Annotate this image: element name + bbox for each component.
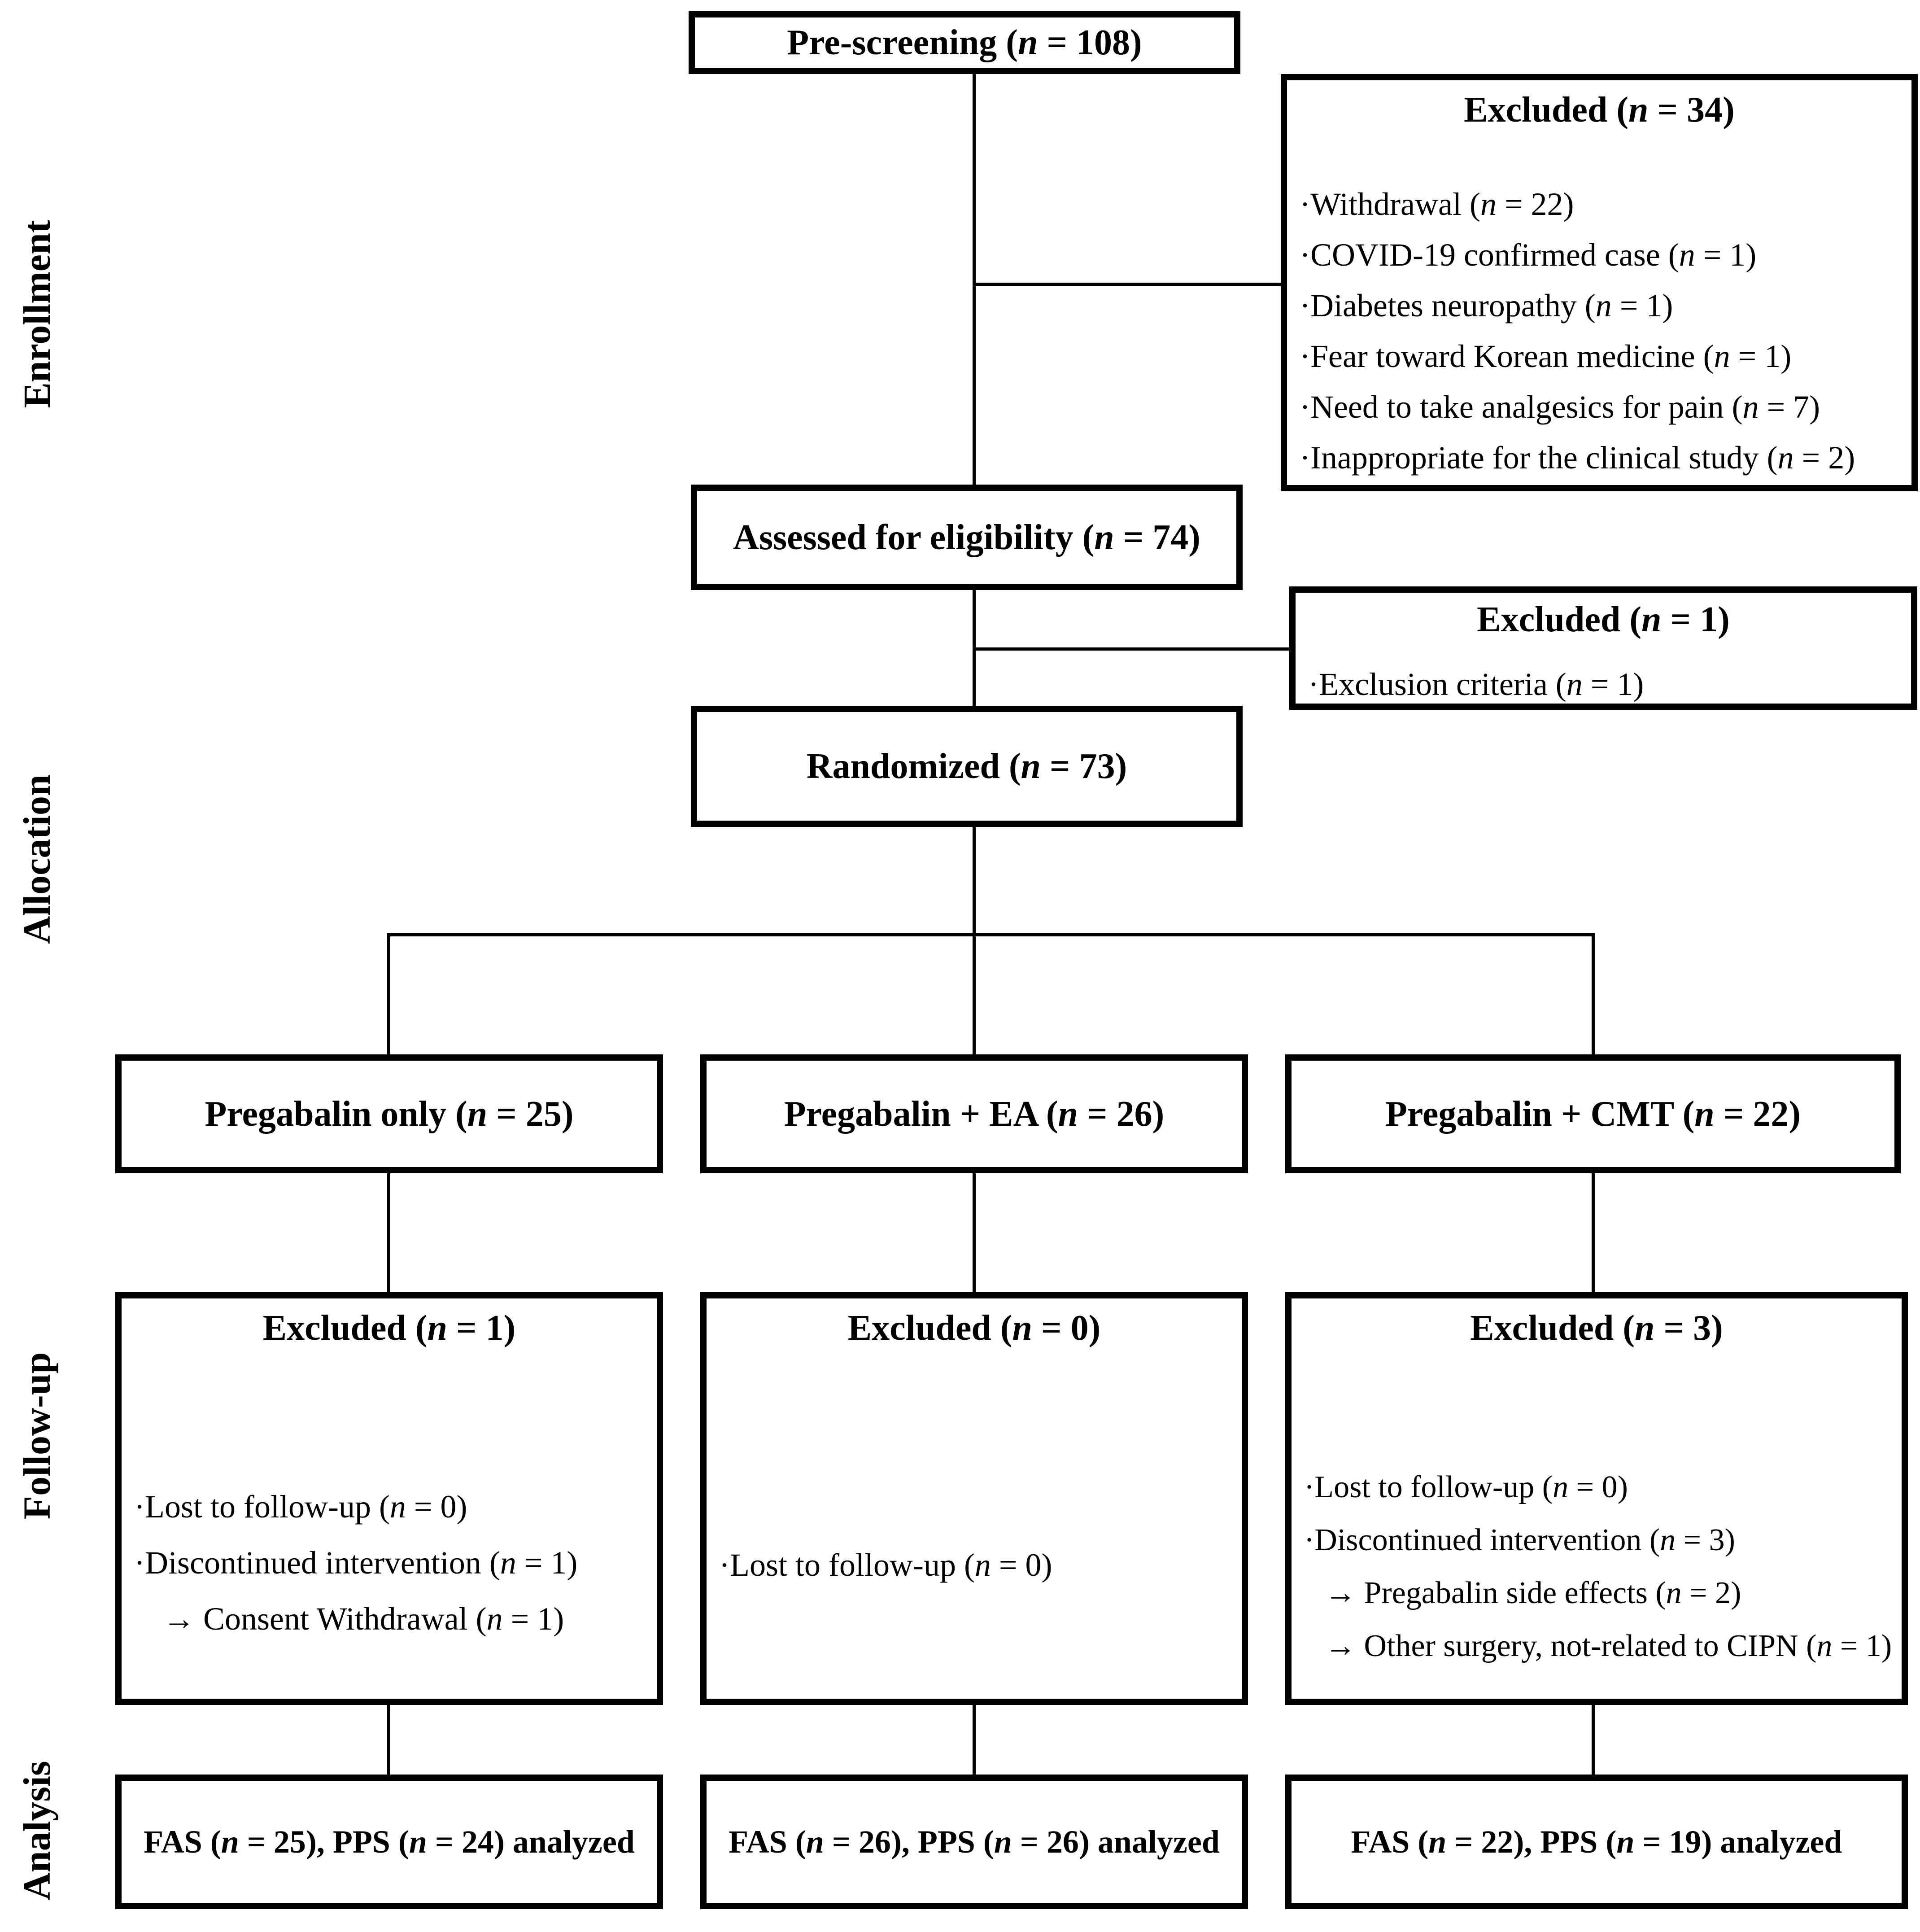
connector-branch-excluded-eligibility [973, 647, 1289, 651]
excluded-eligibility-items: ·Exclusion criteria (n = 1) [1296, 659, 1911, 710]
randomized-title: Randomized (n = 73) [806, 747, 1127, 786]
connector-split-to-arm2 [973, 933, 976, 1054]
list-item: ·Lost to follow-up (n = 0) [1304, 1470, 1628, 1504]
connector-prescreening-to-assessed [973, 74, 976, 485]
list-item: ·COVID-19 confirmed case (n = 1) [1300, 237, 1757, 273]
analysis2-title: FAS (n = 26), PPS (n = 26) analyzed [729, 1823, 1220, 1860]
stage-label-followup: Follow-up [15, 1352, 58, 1520]
connector-randomized-to-split [973, 827, 976, 933]
followup2-items: ·Lost to follow-up (n = 0) [707, 1537, 1242, 1593]
arm1-title: Pregabalin only (n = 25) [205, 1094, 574, 1134]
connector-allocation-split [387, 933, 1595, 936]
analysis3-title: FAS (n = 22), PPS (n = 19) analyzed [1351, 1823, 1842, 1860]
list-item: ·Fear toward Korean medicine (n = 1) [1300, 338, 1792, 374]
excluded-enrollment-items: ·Withdrawal (n = 22) ·COVID-19 confirmed… [1287, 179, 1911, 483]
excluded-enrollment-title: Excluded (n = 34) [1464, 90, 1735, 130]
arm3-title: Pregabalin + CMT (n = 22) [1385, 1094, 1801, 1134]
followup1-title: Excluded (n = 1) [262, 1308, 516, 1348]
box-followup-pregabalin-ea: Excluded (n = 0) ·Lost to follow-up (n =… [700, 1292, 1248, 1705]
excluded-eligibility-title: Excluded (n = 1) [1477, 600, 1730, 639]
box-assessed: Assessed for eligibility (n = 74) [691, 485, 1243, 590]
stage-label-allocation: Allocation [15, 774, 58, 944]
list-item: ·Exclusion criteria (n = 1) [1308, 666, 1644, 702]
connector-arm3-to-followup3 [1592, 1173, 1595, 1292]
box-analysis-pregabalin-only: FAS (n = 25), PPS (n = 24) analyzed [115, 1775, 663, 1909]
list-item: ·Diabetes neuropathy (n = 1) [1300, 288, 1673, 323]
connector-followup1-to-analysis1 [387, 1705, 390, 1775]
connector-branch-excluded-enrollment [973, 283, 1281, 286]
followup3-items: ·Lost to follow-up (n = 0) ·Discontinued… [1292, 1461, 1902, 1673]
list-item: ·Discontinued intervention (n = 3) [1304, 1523, 1735, 1557]
stage-label-enrollment: Enrollment [15, 220, 58, 408]
assessed-title: Assessed for eligibility (n = 74) [733, 517, 1200, 557]
box-randomized: Randomized (n = 73) [691, 706, 1243, 827]
box-followup-pregabalin-cmt: Excluded (n = 3) ·Lost to follow-up (n =… [1285, 1292, 1908, 1705]
connector-followup3-to-analysis3 [1592, 1705, 1595, 1775]
followup3-title: Excluded (n = 3) [1470, 1308, 1723, 1348]
list-item: ·Withdrawal (n = 22) [1300, 186, 1574, 222]
list-item: ·Lost to follow-up (n = 0) [719, 1547, 1052, 1583]
connector-followup2-to-analysis2 [973, 1705, 976, 1775]
connector-arm2-to-followup2 [973, 1173, 976, 1292]
prescreening-title: Pre-screening (n = 108) [787, 23, 1142, 62]
connector-split-to-arm1 [387, 933, 390, 1054]
connector-split-to-arm3 [1592, 933, 1595, 1054]
list-item: ·Discontinued intervention (n = 1) [134, 1545, 578, 1581]
box-arm-pregabalin-cmt: Pregabalin + CMT (n = 22) [1285, 1054, 1901, 1173]
connector-arm1-to-followup1 [387, 1173, 390, 1292]
box-excluded-enrollment: Excluded (n = 34) ·Withdrawal (n = 22) ·… [1281, 74, 1918, 491]
box-arm-pregabalin-ea: Pregabalin + EA (n = 26) [700, 1054, 1248, 1173]
box-followup-pregabalin-only: Excluded (n = 1) ·Lost to follow-up (n =… [115, 1292, 663, 1705]
analysis1-title: FAS (n = 25), PPS (n = 24) analyzed [144, 1823, 635, 1860]
box-analysis-pregabalin-cmt: FAS (n = 22), PPS (n = 19) analyzed [1285, 1775, 1908, 1909]
followup1-items: ·Lost to follow-up (n = 0) ·Discontinued… [122, 1479, 657, 1647]
box-analysis-pregabalin-ea: FAS (n = 26), PPS (n = 26) analyzed [700, 1775, 1248, 1909]
arm2-title: Pregabalin + EA (n = 26) [784, 1094, 1165, 1134]
box-prescreening: Pre-screening (n = 108) [689, 11, 1240, 74]
followup2-title: Excluded (n = 0) [847, 1308, 1101, 1348]
list-item: → Other surgery, not-related to CIPN (n … [1325, 1629, 1892, 1663]
box-arm-pregabalin-only: Pregabalin only (n = 25) [115, 1054, 663, 1173]
box-excluded-eligibility: Excluded (n = 1) ·Exclusion criteria (n … [1289, 586, 1917, 710]
list-item: → Consent Withdrawal (n = 1) [163, 1601, 564, 1637]
list-item: → Pregabalin side effects (n = 2) [1325, 1576, 1741, 1610]
stage-label-analysis: Analysis [15, 1761, 58, 1901]
list-item: ·Inappropriate for the clinical study (n… [1300, 440, 1855, 476]
list-item: ·Lost to follow-up (n = 0) [134, 1489, 467, 1525]
list-item: ·Need to take analgesics for pain (n = 7… [1300, 389, 1820, 425]
